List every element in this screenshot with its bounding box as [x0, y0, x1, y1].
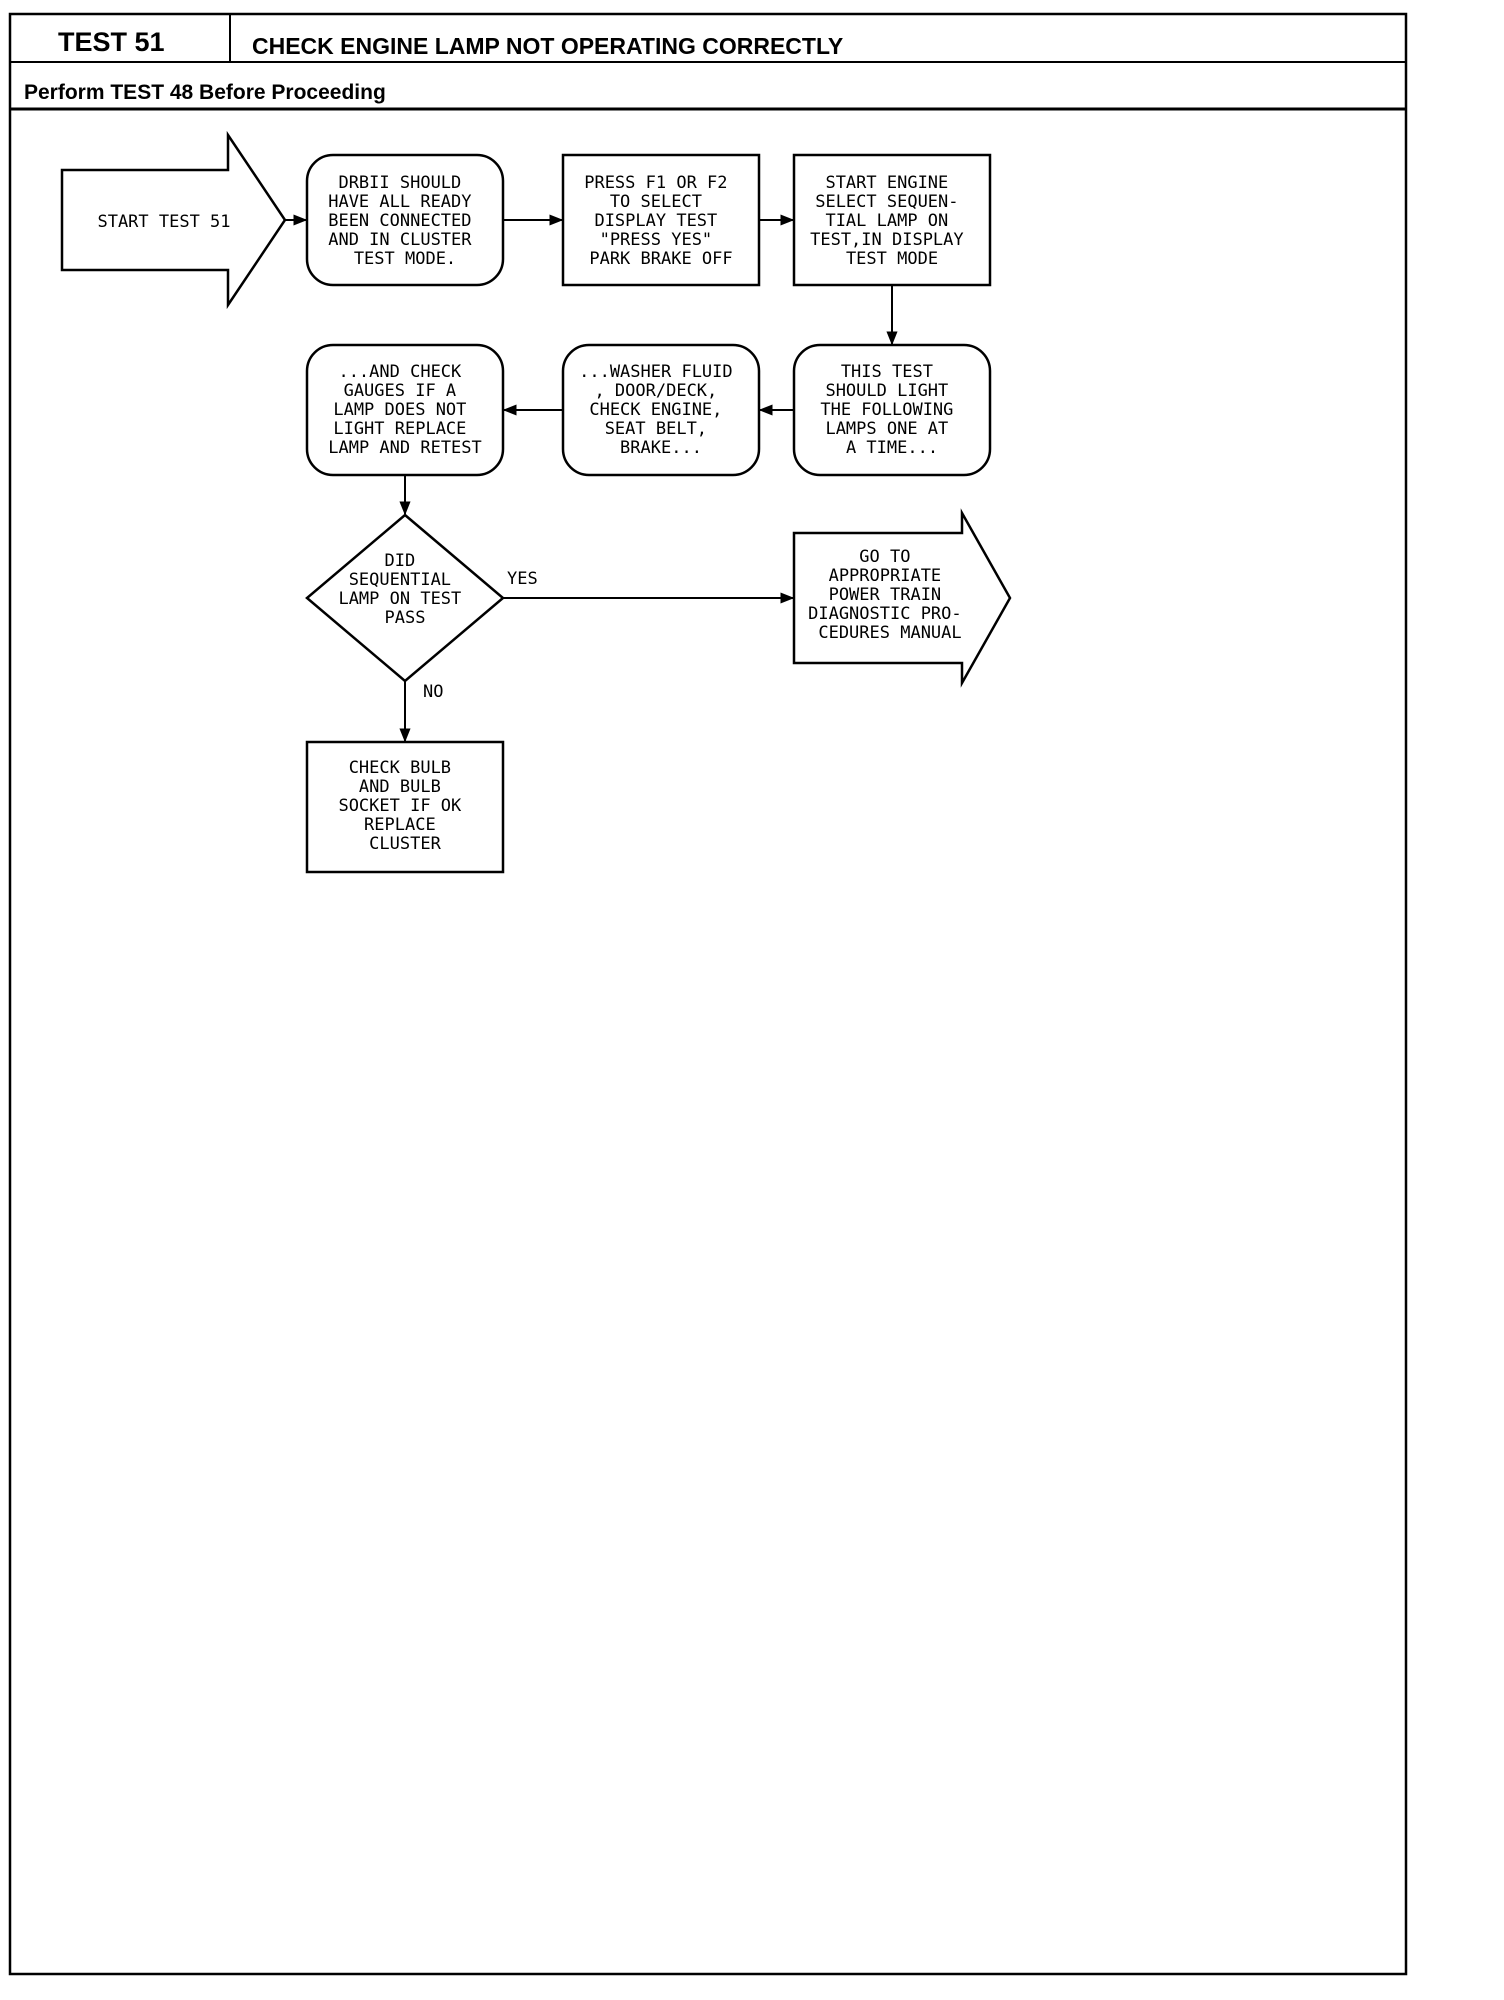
no-result-box: [305, 740, 505, 874]
step2-line: PARK BRAKE OFF: [589, 249, 732, 269]
prerequisite-note: Perform TEST 48 Before Proceeding: [24, 81, 386, 104]
step4-line: THIS TEST: [841, 362, 933, 382]
step5-line: CHECK ENGINE,: [589, 400, 722, 420]
step1-line: DRBII SHOULD: [338, 173, 461, 193]
step3-line: START ENGINE: [825, 173, 948, 193]
step3-line: TIAL LAMP ON: [825, 211, 948, 231]
start-label: START TEST 51: [97, 212, 230, 232]
step3-text: START ENGINE SELECT SEQUEN- TIAL LAMP ON…: [810, 173, 974, 269]
step2-line: "PRESS YES": [600, 230, 713, 250]
no-result-line: CLUSTER: [369, 834, 441, 854]
no-result-line: AND BULB: [359, 777, 441, 797]
step4-line: SHOULD LIGHT: [825, 381, 948, 401]
decision-line: DID: [385, 551, 416, 571]
yes-result-line: GO TO: [859, 547, 910, 567]
step1-line: BEEN CONNECTED: [328, 211, 471, 231]
yes-label: YES: [507, 569, 538, 589]
no-result-line: CHECK BULB: [349, 758, 451, 778]
step4-line: A TIME...: [846, 438, 938, 458]
step1-text: DRBII SHOULD HAVE ALL READY BEEN CONNECT…: [328, 173, 482, 269]
step6-line: LAMP DOES NOT: [333, 400, 466, 420]
step5-line: , DOOR/DECK,: [594, 381, 717, 401]
step3-line: TEST MODE: [846, 249, 938, 269]
step6-line: LAMP AND RETEST: [328, 438, 482, 458]
step1-line: HAVE ALL READY: [328, 192, 471, 212]
step2-line: DISPLAY TEST: [594, 211, 717, 231]
step4-line: LAMPS ONE AT: [825, 419, 948, 439]
step5-line: SEAT BELT,: [605, 419, 707, 439]
step2-line: TO SELECT: [610, 192, 702, 212]
step3-line: TEST,IN DISPLAY: [810, 230, 964, 250]
no-result-line: SOCKET IF OK: [338, 796, 462, 816]
yes-result-text: GO TO APPROPRIATE POWER TRAIN DIAGNOSTIC…: [808, 547, 972, 643]
step1-line: TEST MODE.: [354, 249, 456, 269]
step2-text: PRESS F1 OR F2 TO SELECT DISPLAY TEST "P…: [584, 173, 738, 269]
test-title: CHECK ENGINE LAMP NOT OPERATING CORRECTL…: [252, 33, 843, 59]
step3-line: SELECT SEQUEN-: [815, 192, 958, 212]
test-number: TEST 51: [58, 27, 165, 57]
yes-result-arrow-shape: [792, 508, 1012, 688]
page-border: [8, 12, 1408, 1976]
no-result-line: REPLACE: [364, 815, 436, 835]
step2-line: PRESS F1 OR F2: [584, 173, 727, 193]
step5-line: BRAKE...: [620, 438, 702, 458]
step6-line: GAUGES IF A: [344, 381, 457, 401]
decision-text: DID SEQUENTIAL LAMP ON TEST PASS: [338, 551, 471, 628]
yes-result-line: APPROPRIATE: [829, 566, 942, 586]
step4-line: THE FOLLOWING: [820, 400, 953, 420]
yes-result-line: POWER TRAIN: [829, 585, 942, 605]
step6-line: ...AND CHECK: [338, 362, 462, 382]
step5-line: ...WASHER FLUID: [579, 362, 733, 382]
yes-result-line: DIAGNOSTIC PRO-: [808, 604, 962, 624]
decision-line: PASS: [385, 608, 426, 628]
decision-line: LAMP ON TEST: [338, 589, 461, 609]
step6-text: ...AND CHECK GAUGES IF A LAMP DOES NOT L…: [328, 362, 482, 458]
start-arrow-shape: [60, 130, 287, 310]
yes-result-line: CEDURES MANUAL: [818, 623, 961, 643]
decision-line: SEQUENTIAL: [349, 570, 451, 590]
step6-line: LIGHT REPLACE: [333, 419, 466, 439]
step4-text: THIS TEST SHOULD LIGHT THE FOLLOWING LAM…: [820, 362, 963, 458]
no-result-text: CHECK BULB AND BULB SOCKET IF OK REPLACE…: [338, 758, 471, 854]
step1-line: AND IN CLUSTER: [328, 230, 472, 250]
no-label: NO: [423, 682, 443, 702]
step5-text: ...WASHER FLUID , DOOR/DECK, CHECK ENGIN…: [579, 362, 743, 458]
